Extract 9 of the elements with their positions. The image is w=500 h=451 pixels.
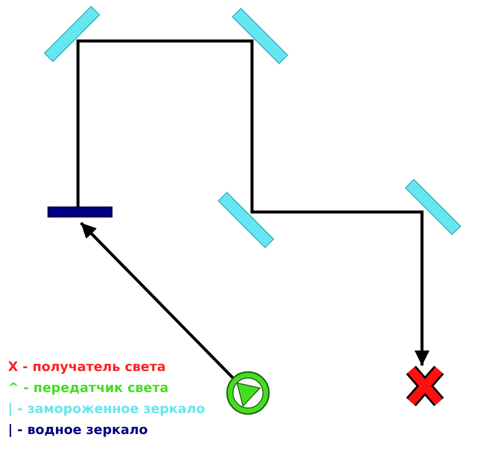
legend-entry: | - водное зеркало [8,423,148,439]
receiver-cross [404,364,446,408]
arrow [414,210,430,366]
arrow [80,222,234,378]
emitter-icon [226,371,270,415]
legend-entry: X - получатель света [8,360,166,376]
legend-entry: | - замороженное зеркало [8,402,206,418]
water-mirror [48,206,112,218]
legend-entry: ^ - передатчик света [8,381,169,397]
